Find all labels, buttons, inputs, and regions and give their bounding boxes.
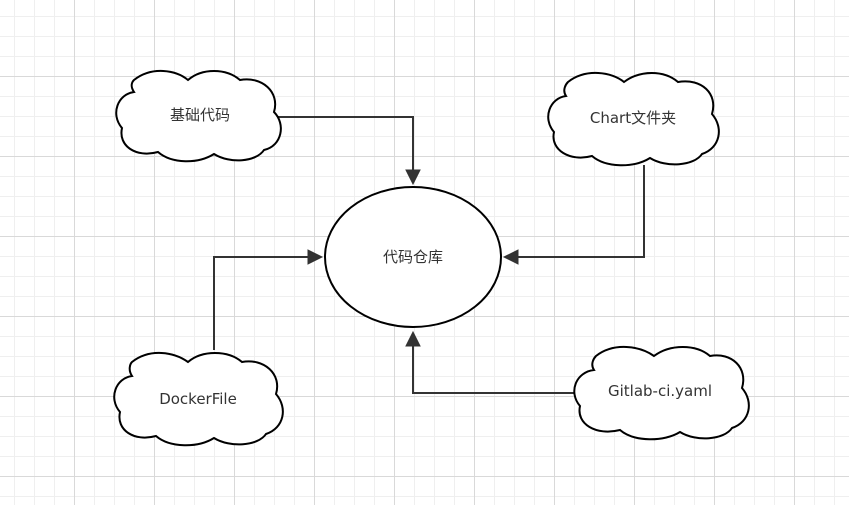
cloud-shape — [573, 345, 750, 441]
edge-chart-folder-to-repo — [502, 165, 645, 265]
ellipse-shape — [324, 186, 502, 328]
arrowhead-icon — [405, 169, 421, 186]
arrowhead-icon — [307, 249, 324, 265]
node-repo[interactable]: 代码仓库 — [324, 186, 502, 328]
node-base-code-label: 基础代码 — [170, 106, 230, 124]
cloud-shape — [113, 351, 284, 447]
arrowhead-icon — [502, 249, 519, 265]
node-chart-folder[interactable]: Chart文件夹 — [547, 71, 720, 167]
cloud-shape — [115, 70, 282, 163]
node-dockerfile[interactable]: DockerFile — [113, 351, 284, 447]
arrowhead-icon — [405, 330, 421, 347]
node-gitlab-ci[interactable]: Gitlab-ci.yaml — [573, 345, 750, 441]
edge-gitlab-ci-to-repo — [405, 330, 575, 394]
edge-base-code-to-repo — [278, 116, 421, 186]
node-gitlab-ci-label: Gitlab-ci.yaml — [608, 382, 712, 400]
node-chart-folder-label: Chart文件夹 — [590, 109, 676, 127]
node-repo-label: 代码仓库 — [383, 248, 443, 266]
edges — [213, 116, 645, 394]
node-base-code[interactable]: 基础代码 — [115, 70, 282, 163]
cloud-shape — [547, 71, 720, 167]
edge-dockerfile-to-repo — [213, 249, 324, 350]
node-dockerfile-label: DockerFile — [159, 390, 237, 408]
